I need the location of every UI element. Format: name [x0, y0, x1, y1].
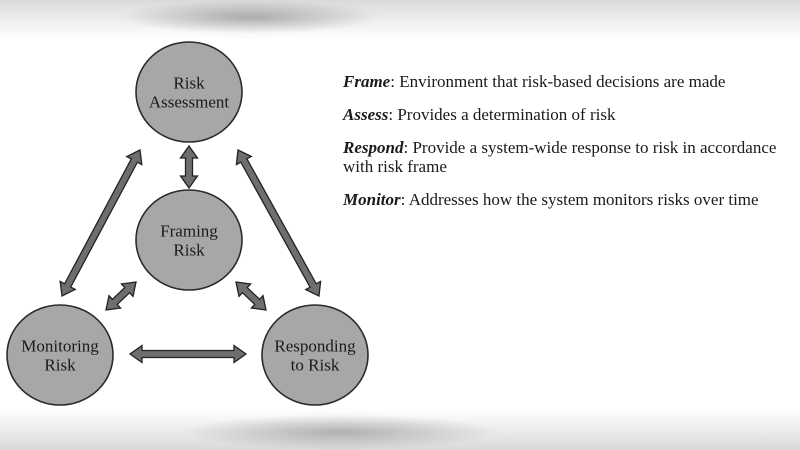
arrow-frame-respond [235, 281, 267, 311]
arrow-monitor-respond [128, 344, 248, 364]
definitions-list: Frame: Environment that risk-based decis… [343, 72, 795, 223]
arrow-assess-frame [179, 144, 199, 190]
definition-text: Addresses how the system monitors risks … [408, 190, 759, 209]
definition-monitor: Monitor: Addresses how the system monito… [343, 190, 759, 209]
definition-respond: Respond: Provide a system-wide response … [343, 138, 777, 176]
node-label: Framing [160, 222, 218, 241]
arrows [59, 144, 322, 364]
node-label: Responding [274, 337, 356, 356]
node-circle [6, 304, 114, 406]
definition-text: Provides a determination of risk [397, 105, 616, 124]
node-circle [135, 41, 243, 143]
arrow-frame-monitor [105, 281, 137, 311]
node-label: Risk [44, 356, 76, 375]
bottom-edge-shading [0, 408, 800, 450]
node-label: Assessment [149, 93, 230, 112]
definition-text: Environment that risk-based decisions ar… [399, 72, 726, 91]
definition-text: Provide a system-wide response to risk i… [343, 138, 777, 176]
definition-term: Respond [343, 138, 404, 157]
definition-term: Frame [343, 72, 391, 91]
node-label: Risk [173, 241, 205, 260]
arrow-assess-monitor [59, 149, 143, 297]
top-edge-shading [0, 0, 800, 40]
arrow-assess-respond [235, 149, 322, 297]
definition-term: Monitor [343, 190, 401, 209]
definition-term: Assess [343, 105, 389, 124]
node-label: to Risk [291, 356, 340, 375]
definition-frame: Frame: Environment that risk-based decis… [343, 72, 726, 91]
definition-assess: Assess: Provides a determination of risk [343, 105, 616, 124]
node-label: Monitoring [21, 337, 99, 356]
node-circle [261, 304, 369, 406]
nodes: RiskAssessmentFramingRiskMonitoringRiskR… [6, 41, 369, 406]
node-circle [135, 189, 243, 291]
node-label: Risk [173, 74, 205, 93]
